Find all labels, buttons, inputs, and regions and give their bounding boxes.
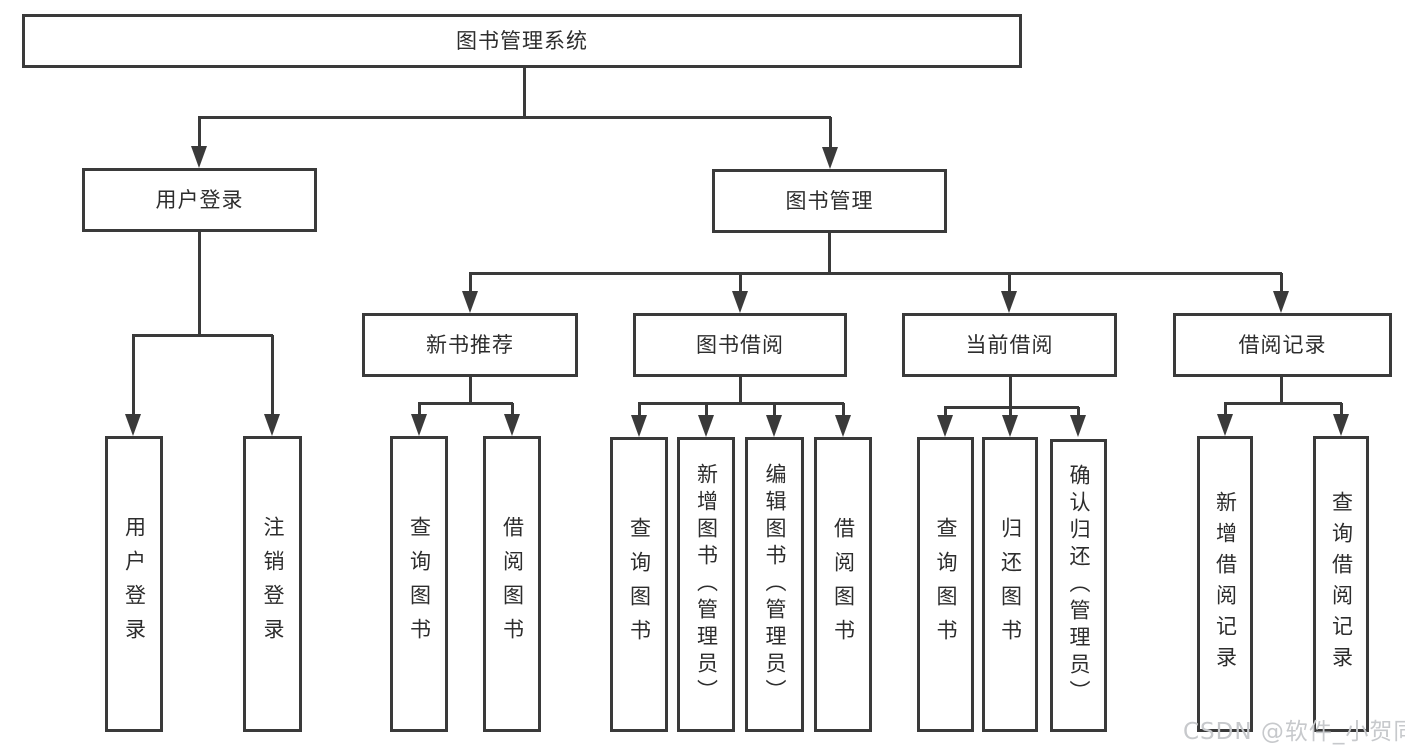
connector-line xyxy=(944,406,1079,409)
leaf-return-book: 归还图书 xyxy=(982,437,1038,732)
connector-line xyxy=(638,402,844,405)
connector-line xyxy=(1009,377,1012,408)
arrowhead-icon xyxy=(822,147,838,169)
leaf-query-books-1: 查询图书 xyxy=(390,436,448,732)
leaf-edit-book-admin: 编辑图书（管理员） xyxy=(745,437,804,732)
leaf-query-books-3: 查询图书 xyxy=(917,437,974,732)
connector-line xyxy=(1340,403,1343,420)
node-root: 图书管理系统 xyxy=(22,14,1022,68)
arrowhead-icon xyxy=(411,414,427,436)
connector-line xyxy=(469,272,1282,275)
connector-line xyxy=(739,273,742,297)
leaf-add-book-admin: 新增图书（管理员） xyxy=(677,437,735,732)
connector-line xyxy=(523,68,526,118)
connector-line xyxy=(944,407,947,421)
leaf-borrow-books-2: 借阅图书 xyxy=(814,437,872,732)
arrowhead-icon xyxy=(1273,291,1289,313)
leaf-borrow-books-1: 借阅图书 xyxy=(483,436,541,732)
arrowhead-icon xyxy=(191,146,207,168)
connector-line xyxy=(132,334,273,337)
arrowhead-icon xyxy=(766,415,782,437)
node-borrow-records: 借阅记录 xyxy=(1173,313,1392,377)
node-current-borrow: 当前借阅 xyxy=(902,313,1117,377)
leaf-user-login: 用户登录 xyxy=(105,436,163,732)
arrowhead-icon xyxy=(264,414,280,436)
arrowhead-icon xyxy=(125,414,141,436)
connector-line xyxy=(271,335,274,420)
connector-line xyxy=(418,402,513,405)
connector-line xyxy=(842,403,845,421)
connector-line xyxy=(829,117,832,153)
connector-line xyxy=(828,233,831,275)
arrowhead-icon xyxy=(462,291,478,313)
connector-line xyxy=(198,232,201,336)
arrowhead-icon xyxy=(1217,414,1233,436)
connector-line xyxy=(705,403,708,421)
leaf-query-borrow-record: 查询借阅记录 xyxy=(1313,436,1369,732)
arrowhead-icon xyxy=(1333,414,1349,436)
arrowhead-icon xyxy=(631,415,647,437)
arrowhead-icon xyxy=(835,415,851,437)
node-user-login: 用户登录 xyxy=(82,168,317,232)
connector-line xyxy=(469,273,472,297)
connector-line xyxy=(469,377,472,404)
connector-line xyxy=(638,403,641,421)
leaf-confirm-return-admin: 确认归还（管理员） xyxy=(1050,439,1107,732)
connector-line xyxy=(198,116,831,119)
connector-line xyxy=(511,403,514,420)
connector-line xyxy=(198,117,201,152)
arrowhead-icon xyxy=(1002,415,1018,437)
arrowhead-icon xyxy=(937,415,953,437)
arrowhead-icon xyxy=(504,414,520,436)
connector-line xyxy=(773,403,776,421)
connector-line xyxy=(1008,273,1011,297)
connector-line xyxy=(1077,407,1080,421)
arrowhead-icon xyxy=(1070,415,1086,437)
connector-line xyxy=(418,403,421,420)
leaf-query-books-2: 查询图书 xyxy=(610,437,668,732)
arrowhead-icon xyxy=(732,291,748,313)
connector-line xyxy=(1224,403,1227,420)
node-new-book-recommend: 新书推荐 xyxy=(362,313,578,377)
node-book-management: 图书管理 xyxy=(712,169,947,233)
leaf-add-borrow-record: 新增借阅记录 xyxy=(1197,436,1253,732)
leaf-logout: 注销登录 xyxy=(243,436,302,732)
connector-line xyxy=(132,335,135,420)
connector-line xyxy=(1280,273,1283,297)
node-book-borrow: 图书借阅 xyxy=(633,313,847,377)
connector-line xyxy=(1224,402,1342,405)
arrowhead-icon xyxy=(698,415,714,437)
connector-line xyxy=(1280,377,1283,404)
arrowhead-icon xyxy=(1001,291,1017,313)
csdn-watermark: CSDN @软件_小贺同学 xyxy=(1183,719,1405,745)
connector-line xyxy=(739,377,742,404)
connector-line xyxy=(1009,407,1012,421)
